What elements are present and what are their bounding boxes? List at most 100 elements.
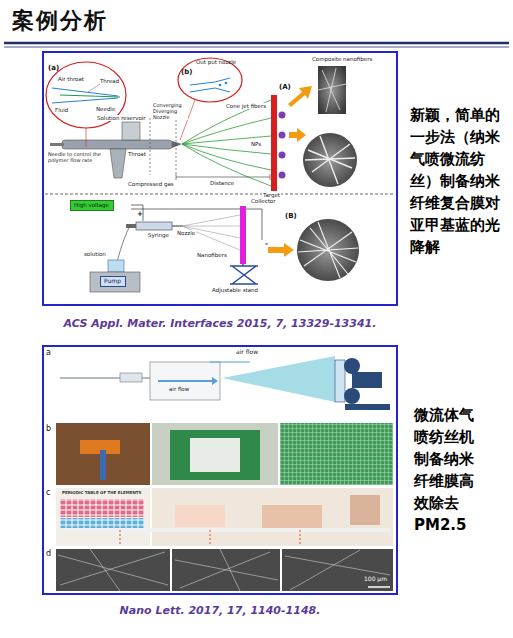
part-label: Adjustable stand — [212, 287, 258, 293]
orange-arrow — [289, 128, 306, 142]
panel-b-photos — [56, 423, 393, 485]
syringe-plunger — [126, 224, 136, 228]
zoom-ellipse — [178, 58, 242, 102]
panel-letter: d — [46, 549, 51, 558]
sem-image — [282, 549, 393, 591]
result-images-a — [288, 66, 357, 187]
panel-letter: b — [46, 424, 51, 433]
sem-circle — [297, 219, 359, 281]
hand — [350, 495, 380, 525]
polarity-sign: - — [265, 240, 268, 248]
photo — [152, 423, 278, 485]
wire — [131, 205, 143, 221]
periodic-table — [60, 499, 144, 517]
fiber-lines — [298, 222, 358, 278]
nozzle-tip — [172, 141, 182, 148]
part-label: Collector — [250, 198, 276, 204]
device-part — [100, 450, 106, 480]
syringe-barrel — [136, 222, 172, 230]
slide-title: 案例分析 — [12, 8, 108, 33]
fiber-jet — [182, 144, 271, 170]
collector-base — [345, 404, 390, 410]
syringe-needle — [172, 226, 182, 227]
part-label: Out put nozzle — [196, 59, 236, 65]
pump-body — [90, 272, 140, 292]
collector-plate — [240, 206, 246, 264]
reservoir-cup — [122, 122, 140, 140]
orange-arrow — [288, 86, 312, 107]
fiber-jet — [182, 100, 271, 144]
zoom-link — [86, 128, 87, 147]
part-label: Throat — [127, 151, 147, 157]
polarity-sign: + — [137, 210, 143, 218]
stand-post — [242, 264, 243, 266]
membrane-strip — [60, 528, 390, 532]
part-label: Distance — [210, 180, 234, 186]
syringe — [120, 373, 142, 382]
solution-beaker — [108, 260, 124, 272]
panel-c-photos — [56, 488, 393, 546]
orange-arrow — [268, 243, 294, 257]
electrospinning-setup — [90, 205, 359, 292]
part-label: Fluid — [55, 107, 68, 113]
fiber-lines — [305, 136, 355, 184]
description-text: 微流体气喷纺丝机制备纳米纤维膜高效除去PM2.5 — [414, 404, 478, 536]
feed-tube — [117, 226, 130, 262]
adjustable-stand — [230, 266, 258, 284]
pump-box: Pump — [100, 276, 126, 287]
deposit-dot — [279, 112, 286, 119]
deposit-dot — [279, 172, 286, 179]
part-label: Air throat — [58, 76, 84, 82]
part-label: NPs — [250, 141, 262, 147]
part-label: Composite nanofibers — [312, 56, 372, 62]
panel-letter: a — [46, 348, 51, 357]
membrane — [175, 505, 225, 527]
nozzle-lines — [190, 78, 230, 92]
photo — [56, 423, 150, 485]
part-label: Solution reservoir — [96, 115, 147, 121]
airbrush-illustration — [50, 118, 182, 178]
part-label: Syringe — [148, 232, 169, 238]
power-supply-box: High voltage — [70, 200, 114, 211]
mesh-photo — [280, 423, 393, 485]
citation: ACS Appl. Mater. Interfaces 2015, 7, 133… — [52, 318, 388, 331]
deposit-dot — [279, 132, 286, 139]
collector-frame — [352, 372, 382, 388]
machine — [170, 430, 260, 480]
part-label: Nanofibers — [196, 252, 228, 258]
cone-jet-spray — [182, 100, 271, 186]
panel-letter: (a) — [48, 64, 59, 72]
drum-wheel — [344, 388, 360, 404]
panel-letter: (B) — [285, 212, 297, 220]
table-heading: PERIODIC TABLE OF THE ELEMENTS — [62, 491, 141, 496]
sem-image — [318, 66, 346, 114]
photo — [56, 488, 150, 546]
part-label: solution — [84, 251, 106, 257]
zoom-a — [46, 62, 126, 147]
membrane — [262, 505, 322, 529]
scale-label: 100 μm — [364, 576, 387, 583]
divider-line — [45, 194, 395, 195]
membrane-photo — [152, 488, 393, 546]
figure-frame — [43, 52, 397, 305]
machine-window — [190, 438, 240, 472]
part-label: Thread — [100, 78, 119, 84]
title-rule — [4, 43, 509, 47]
target — [176, 95, 286, 191]
box-text: High voltage — [74, 202, 110, 208]
part-label: Nozzle — [176, 230, 196, 236]
panel-d-sem — [56, 549, 393, 591]
arrow-head — [212, 377, 218, 385]
panel-a-illustration — [60, 356, 390, 410]
np-dot — [225, 82, 228, 85]
nozzle-inset — [150, 362, 220, 400]
needle-rod — [50, 143, 64, 146]
dashed-guide — [150, 118, 151, 175]
dashed-guide — [176, 120, 177, 175]
leader-line — [88, 84, 100, 92]
airbrush-body — [62, 140, 172, 149]
drum — [335, 360, 345, 402]
rule-line — [4, 42, 509, 45]
fiber-lines — [318, 68, 346, 112]
panel-letter: (A) — [279, 83, 291, 91]
